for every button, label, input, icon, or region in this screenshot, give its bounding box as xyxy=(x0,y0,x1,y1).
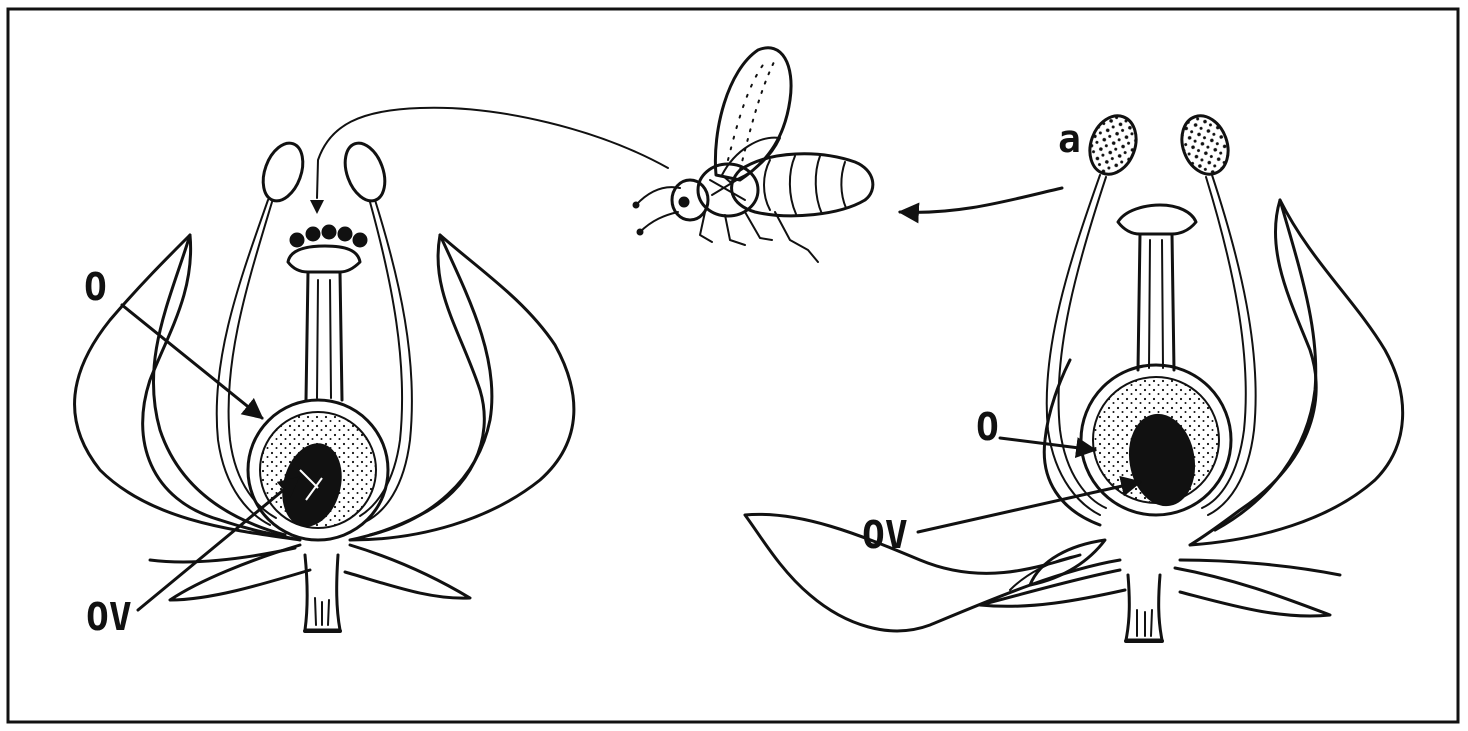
left-style xyxy=(306,272,342,400)
left-stigma-arrowhead xyxy=(310,200,324,214)
left-ovule-pointer xyxy=(138,478,298,610)
right-ovule-label: OV xyxy=(862,513,908,557)
left-sepal-left xyxy=(170,545,310,600)
bee xyxy=(633,48,873,262)
left-anther-right xyxy=(338,138,392,207)
pollen-transfer-path xyxy=(317,108,668,198)
right-stigma xyxy=(1118,205,1196,234)
right-anther-label: a xyxy=(1058,117,1081,161)
left-ovary-label: O xyxy=(84,265,107,309)
bee-antenna-lower xyxy=(640,212,678,232)
right-ovary-label: O xyxy=(976,405,999,449)
right-anther-right xyxy=(1174,109,1236,180)
right-sepal-right xyxy=(1175,568,1330,616)
right-stamen-filament-left xyxy=(1047,175,1100,515)
right-style xyxy=(1138,234,1174,370)
left-ovule-label: OV xyxy=(86,595,132,639)
left-anther-left xyxy=(256,138,310,207)
right-sepal-loop xyxy=(1030,540,1105,585)
anther-to-bee-arrow xyxy=(900,188,1062,212)
left-sepal-right xyxy=(345,545,470,598)
right-sepal-left xyxy=(980,570,1125,606)
right-flower xyxy=(745,109,1403,641)
right-ovule-pointer xyxy=(918,482,1140,532)
bee-head xyxy=(672,180,708,220)
left-pollen-grains xyxy=(290,225,367,247)
frame-border xyxy=(8,9,1458,722)
bee-wing-large xyxy=(715,48,791,180)
right-anther-left xyxy=(1082,109,1144,180)
left-stigma xyxy=(288,246,360,272)
bee-legs xyxy=(700,212,818,262)
left-flower xyxy=(75,138,574,631)
